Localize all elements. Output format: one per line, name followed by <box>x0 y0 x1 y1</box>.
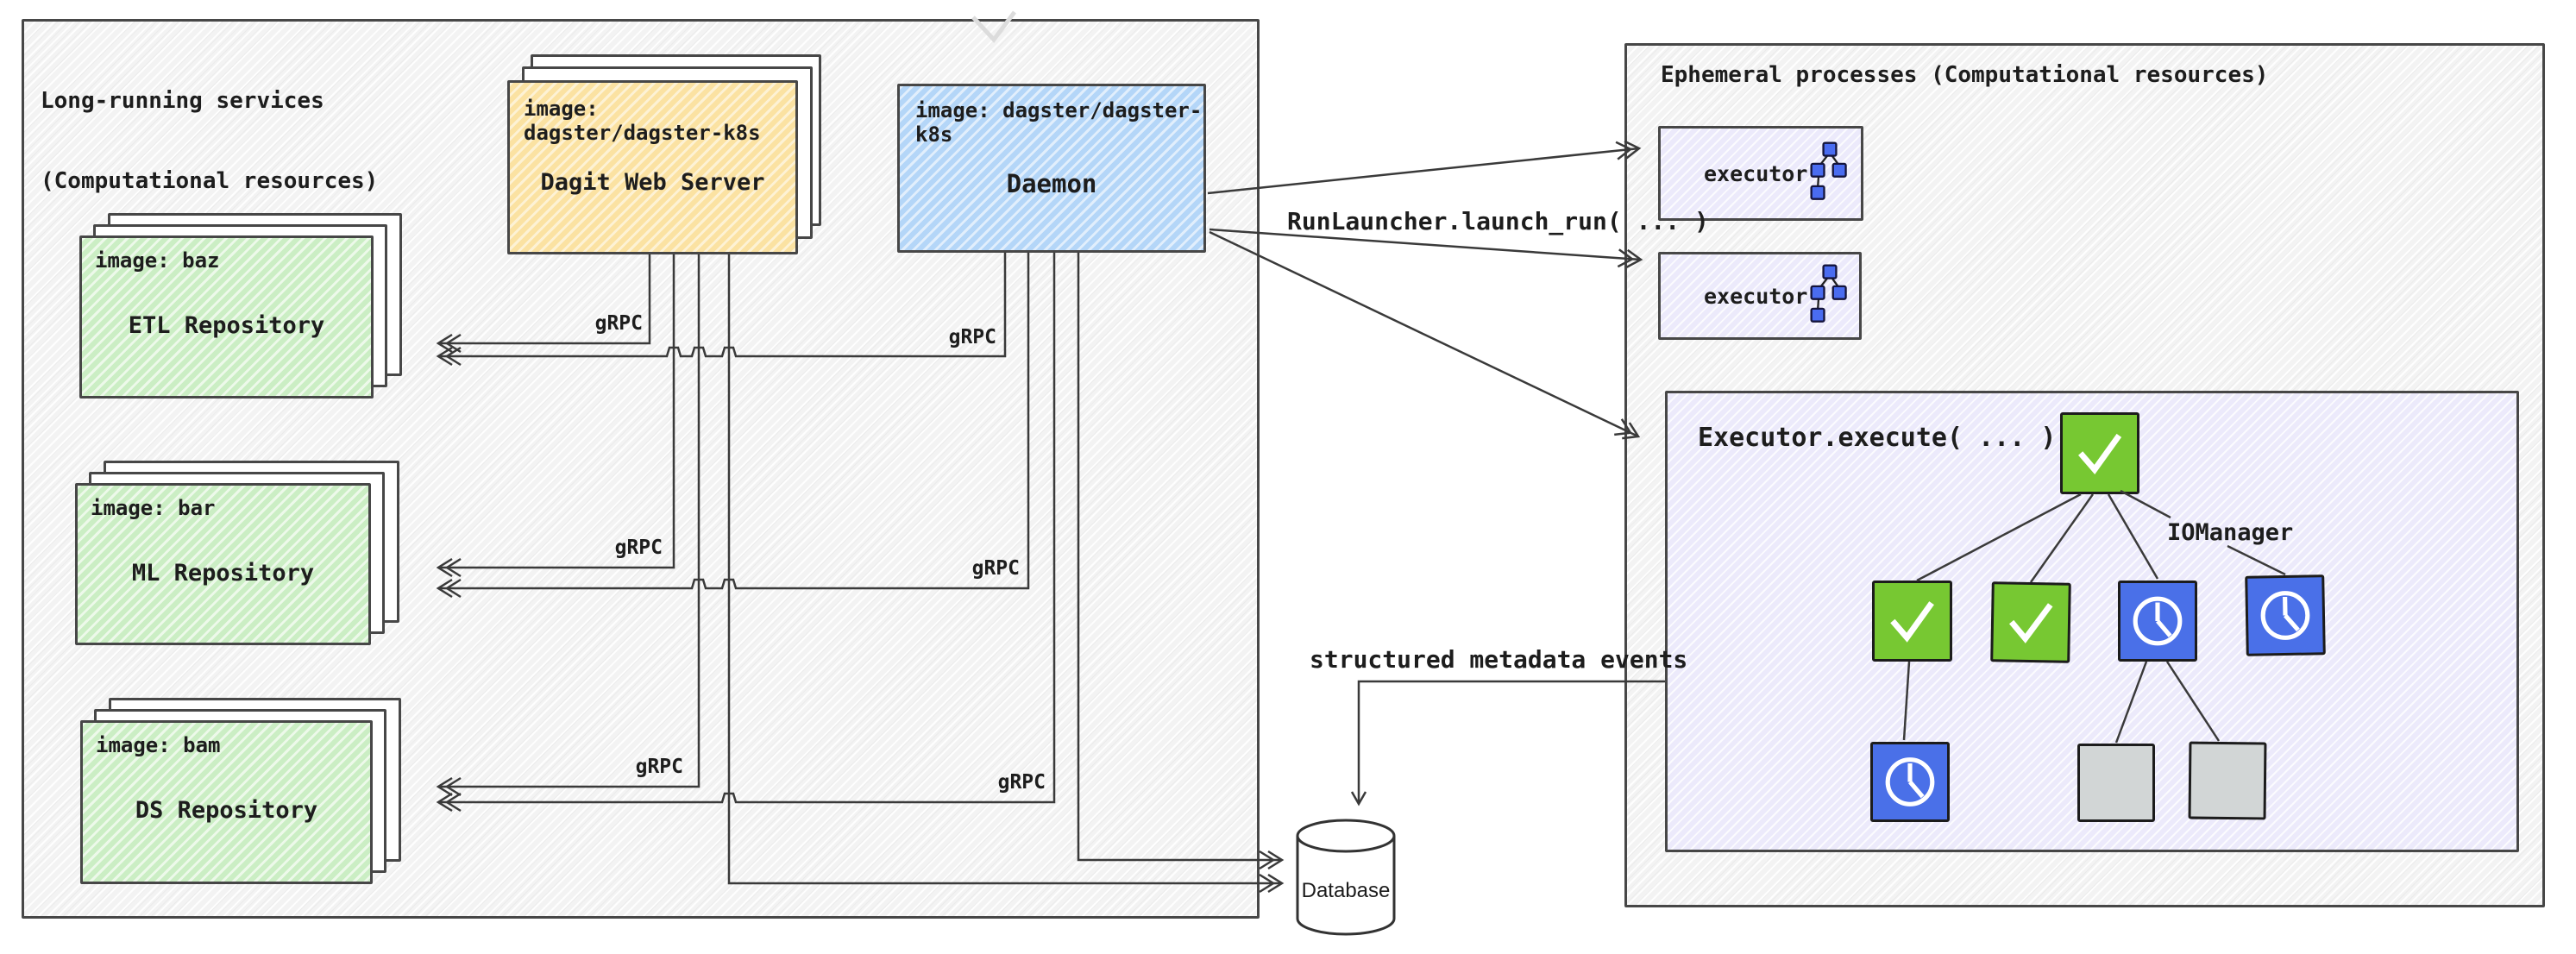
ds-repository-name: DS Repository <box>135 797 318 824</box>
run-launcher-label: RunLauncher.launch_run( ... ) <box>1287 207 1709 235</box>
right-panel-title: Ephemeral processes (Computational resou… <box>1661 62 2269 88</box>
step-node-done-a <box>1872 581 1952 662</box>
grpc-label-dagit-etl: gRPC <box>594 312 643 335</box>
left-panel-title-line1: Long-running services <box>41 88 324 114</box>
ds-image-label: image: bam <box>96 733 221 757</box>
daemon-image-label: image: dagster/dagster-k8s <box>915 98 1203 147</box>
ml-repository-name: ML Repository <box>131 560 315 587</box>
clock-icon <box>1885 757 1935 807</box>
grpc-label-daemon-ds: gRPC <box>997 771 1046 794</box>
left-panel-title: Long-running services (Computational res… <box>41 35 378 248</box>
dagit-name: Dagit Web Server <box>540 169 765 196</box>
ds-repository-box: image: bam DS Repository <box>80 720 373 884</box>
grpc-label-daemon-etl: gRPC <box>948 326 996 348</box>
step-node-running-a <box>2118 581 2197 662</box>
grpc-label-daemon-ml: gRPC <box>971 557 1020 580</box>
executor-box-1: executor <box>1658 126 1863 221</box>
dagit-image-label: image: dagster/dagster-k8s <box>524 97 761 145</box>
io-manager-label: IOManager <box>2167 519 2294 546</box>
executor-execute-title: Executor.execute( ... ) <box>1698 423 2057 453</box>
clock-icon <box>2133 596 2183 646</box>
etl-repository-name: ETL Repository <box>128 312 325 339</box>
executor-2-label: executor <box>1704 283 1808 309</box>
step-node-done-top <box>2060 412 2139 494</box>
check-icon <box>1890 601 1934 643</box>
step-node-done-b <box>1990 581 2071 663</box>
left-panel-title-line2: (Computational resources) <box>41 168 379 194</box>
daemon-name: Daemon <box>1006 169 1097 198</box>
grpc-label-dagit-ds: gRPC <box>635 756 683 778</box>
grpc-label-dagit-ml: gRPC <box>614 537 663 559</box>
database-cylinder: Database <box>1294 817 1398 939</box>
dag-icon <box>1807 263 1852 329</box>
dag-icon <box>1807 141 1852 206</box>
etl-repository-box: image: baz ETL Repository <box>79 235 374 399</box>
check-icon <box>2078 433 2122 474</box>
executor-box-2: executor <box>1658 252 1862 340</box>
step-node-pending-b <box>2188 741 2267 820</box>
database-label: Database <box>1301 879 1391 902</box>
metadata-events-label: structured metadata events <box>1310 645 1688 674</box>
step-node-running-c <box>1870 742 1950 822</box>
clock-icon <box>2260 591 2310 640</box>
etl-image-label: image: baz <box>95 248 220 273</box>
step-node-running-b <box>2245 574 2326 656</box>
dagit-web-server-box: image: dagster/dagster-k8s Dagit Web Ser… <box>507 80 798 254</box>
ml-image-label: image: bar <box>91 496 216 520</box>
daemon-box: image: dagster/dagster-k8s Daemon <box>897 84 1206 253</box>
executor-1-label: executor <box>1704 160 1808 186</box>
check-icon <box>2009 603 2053 643</box>
step-node-pending-a <box>2077 744 2155 822</box>
ml-repository-box: image: bar ML Repository <box>75 483 371 645</box>
